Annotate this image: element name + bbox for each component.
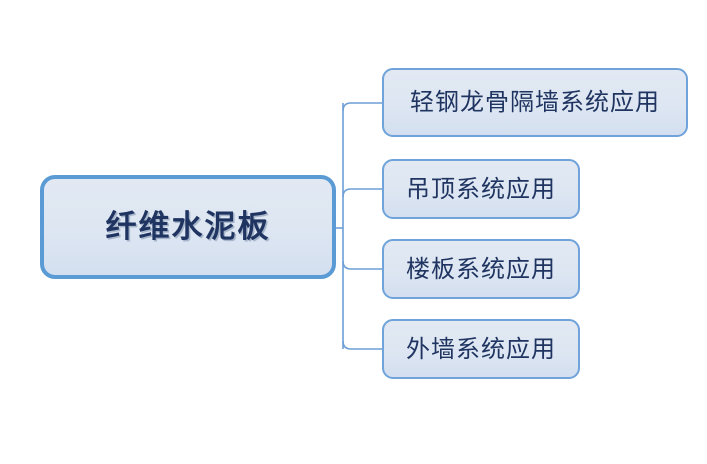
child-node-2-label: 吊顶系统应用 <box>406 174 556 203</box>
child-node-3-label: 楼板系统应用 <box>406 254 556 283</box>
child-node-1-label: 轻钢龙骨隔墙系统应用 <box>410 88 660 117</box>
connector-branch-2 <box>342 260 382 270</box>
root-node-label: 纤维水泥板 <box>105 208 271 245</box>
child-node-4[interactable]: 外墙系统应用 <box>382 319 580 379</box>
connector-branch-0 <box>342 102 382 112</box>
connector-branch-1 <box>342 188 382 198</box>
child-node-1[interactable]: 轻钢龙骨隔墙系统应用 <box>382 68 688 137</box>
root-node[interactable]: 纤维水泥板 <box>40 175 336 279</box>
child-node-2[interactable]: 吊顶系统应用 <box>382 159 580 219</box>
connector-branch-3 <box>342 340 382 350</box>
child-node-3[interactable]: 楼板系统应用 <box>382 239 580 299</box>
child-node-4-label: 外墙系统应用 <box>406 334 556 363</box>
